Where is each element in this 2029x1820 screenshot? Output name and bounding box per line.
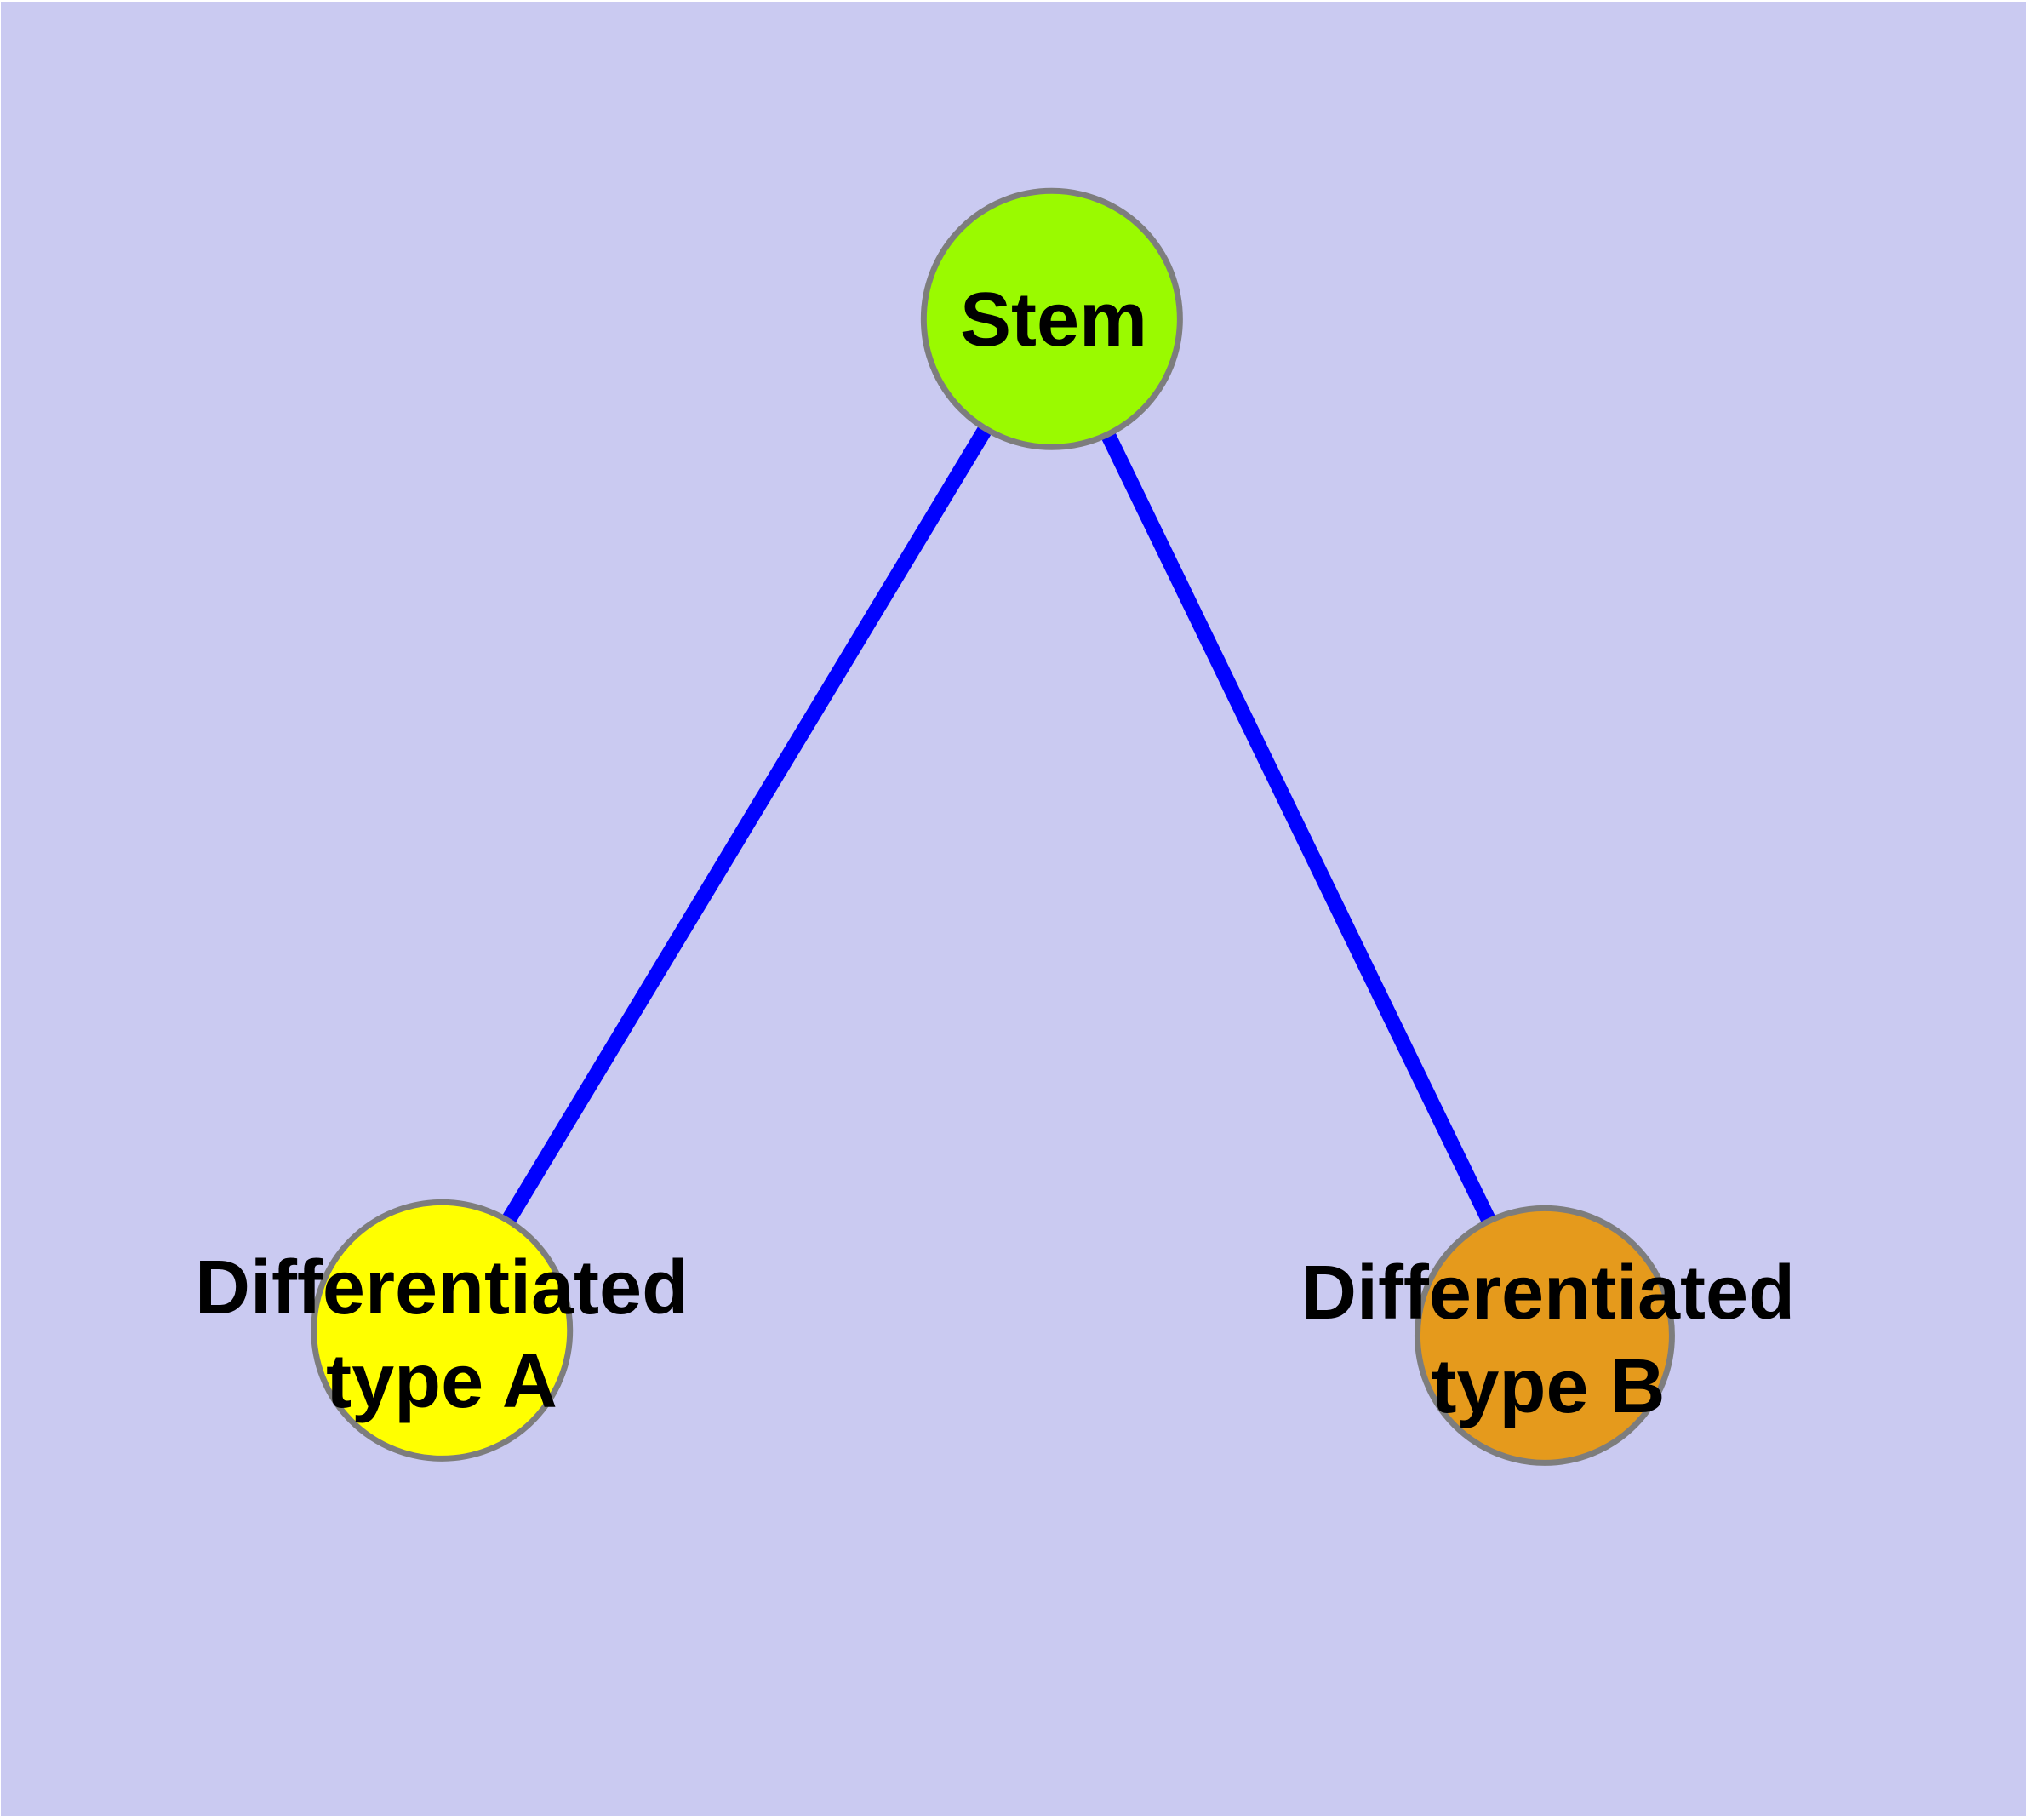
edge-stem-to-type-b[interactable] — [1044, 315, 1552, 1339]
node-differentiated-type-b[interactable] — [1414, 1205, 1675, 1466]
node-stem[interactable] — [920, 187, 1183, 450]
edge-stem-to-type-a[interactable] — [435, 315, 1059, 1335]
node-differentiated-type-a[interactable] — [311, 1199, 574, 1462]
